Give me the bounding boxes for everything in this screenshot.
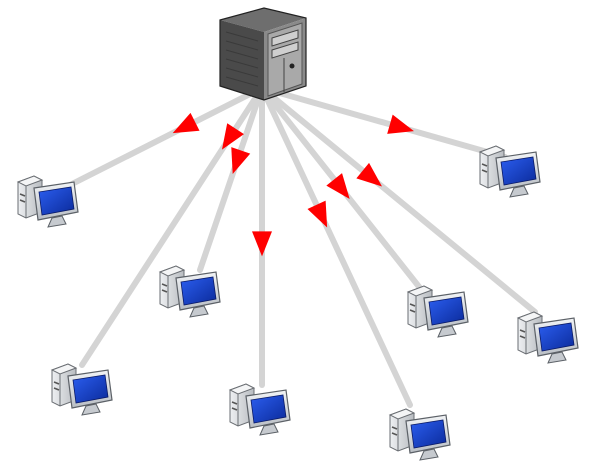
computer-icon bbox=[158, 265, 221, 318]
computer-icon bbox=[50, 363, 113, 416]
arrow-marker bbox=[172, 112, 200, 134]
arrow-marker bbox=[387, 114, 414, 134]
arrow-marker bbox=[252, 231, 272, 257]
computer-icon bbox=[406, 285, 469, 338]
link-line bbox=[259, 85, 538, 315]
network-nodes bbox=[16, 7, 579, 461]
link-line bbox=[259, 85, 508, 160]
arrow-marker bbox=[307, 200, 328, 228]
server-icon bbox=[219, 7, 307, 101]
connection-links bbox=[67, 85, 538, 408]
arrow-marker bbox=[231, 147, 251, 175]
arrow-marker bbox=[221, 123, 244, 150]
connection-arrows bbox=[172, 112, 414, 257]
link-line bbox=[259, 85, 413, 408]
computer-icon bbox=[388, 408, 451, 461]
computer-icon bbox=[16, 175, 79, 228]
computer-icon bbox=[516, 311, 579, 364]
computer-icon bbox=[228, 383, 291, 436]
link-line bbox=[197, 85, 265, 273]
computer-icon bbox=[478, 145, 541, 198]
arrow-marker bbox=[356, 162, 383, 187]
link-line bbox=[67, 85, 265, 188]
arrow-marker bbox=[326, 173, 350, 199]
